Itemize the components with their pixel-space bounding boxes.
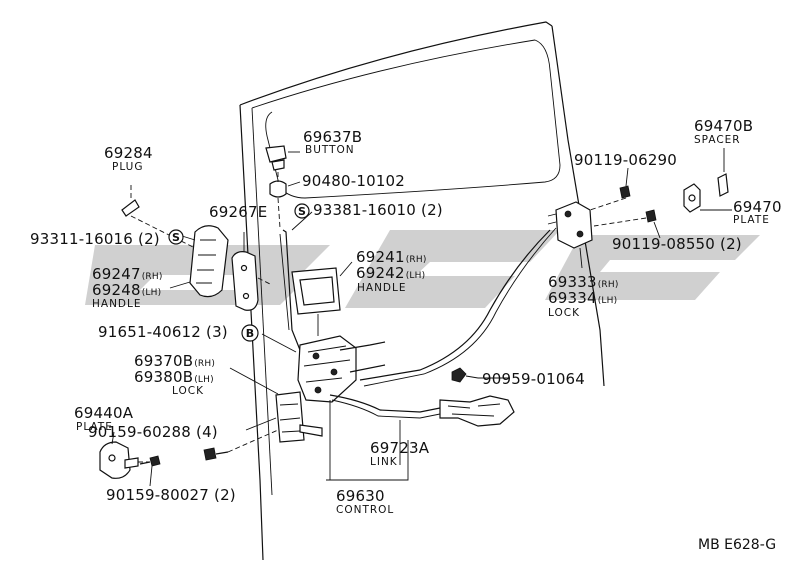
circle-marker-b: B — [241, 324, 259, 342]
svg-text:S: S — [172, 231, 180, 244]
svg-text:CONTROL: CONTROL — [336, 504, 394, 516]
svg-text:69440A: 69440A — [74, 404, 134, 422]
lock-rod — [279, 229, 303, 356]
svg-text:BUTTON: BUTTON — [305, 144, 355, 156]
svg-text:69370B(RH): 69370B(RH) — [134, 352, 215, 370]
label-69630: 69630 CONTROL — [336, 487, 394, 516]
svg-text:69723A: 69723A — [370, 439, 430, 457]
svg-text:69247(RH): 69247(RH) — [92, 265, 163, 283]
label-69370b-69380b: 69370B(RH) 69380B(LH) LOCK — [134, 352, 215, 397]
label-90159-80027: 90159-80027 (2) — [106, 486, 236, 504]
label-69247-69248: 69247(RH) 69248(LH) HANDLE — [92, 265, 163, 310]
svg-text:69248(LH): 69248(LH) — [92, 281, 161, 299]
label-90159-60288: 90159-60288 (4) — [88, 423, 218, 441]
lower-latch-part — [275, 391, 323, 443]
label-69241-69242: 69241(RH) 69242(LH) HANDLE — [356, 248, 427, 294]
svg-text:LINK: LINK — [370, 456, 398, 468]
label-69267e: 69267E — [209, 203, 267, 221]
label-69333-69334: 69333(RH) 69334(LH) LOCK — [548, 273, 619, 319]
svg-text:LOCK: LOCK — [548, 307, 580, 319]
diagram-reference-code: MB E628-G — [698, 537, 776, 553]
label-93381-16010: 93381-16010 (2) — [313, 201, 443, 219]
circle-marker-s-left: S — [168, 229, 184, 245]
svg-text:69242(LH): 69242(LH) — [356, 264, 425, 282]
label-69637b: 69637B BUTTON — [303, 128, 362, 156]
svg-text:B: B — [246, 327, 254, 340]
circle-marker-s-top: S — [294, 203, 310, 219]
striker-plate-part — [99, 441, 150, 479]
label-90480-10102: 90480-10102 — [302, 172, 405, 190]
rear-lock-part — [547, 201, 593, 249]
svg-text:PLUG: PLUG — [112, 161, 143, 173]
svg-text:69637B: 69637B — [303, 128, 362, 146]
svg-text:69470B: 69470B — [694, 117, 753, 135]
svg-text:69334(LH): 69334(LH) — [548, 289, 617, 307]
clip-part — [451, 367, 479, 383]
label-69440a: 69440A PLATE — [74, 404, 134, 433]
button-part — [265, 145, 287, 229]
leader-lines — [111, 151, 661, 487]
label-93311-16016: 93311-16016 (2) — [30, 230, 160, 248]
svg-text:69284: 69284 — [104, 144, 153, 162]
svg-text:69333(RH): 69333(RH) — [548, 273, 619, 291]
cables — [329, 227, 557, 419]
svg-text:S: S — [298, 205, 306, 218]
label-91651-40612: 91651-40612 (3) — [98, 323, 228, 341]
svg-text:HANDLE: HANDLE — [357, 282, 407, 294]
svg-text:PLATE: PLATE — [733, 214, 770, 226]
label-69723a: 69723A LINK — [370, 439, 430, 468]
svg-text:LOCK: LOCK — [172, 385, 204, 397]
plug-part — [121, 185, 196, 249]
label-90119-06290: 90119-06290 — [574, 151, 677, 169]
link-part — [439, 395, 515, 427]
label-90959-01064: 90959-01064 — [482, 370, 585, 388]
outside-handle-part — [189, 225, 229, 298]
svg-text:HANDLE: HANDLE — [92, 298, 142, 310]
handle-plate-part — [231, 232, 273, 311]
label-90119-08550: 90119-08550 (2) — [612, 235, 742, 253]
inside-handle-part — [291, 267, 341, 336]
label-69470b: 69470B SPACER — [694, 117, 753, 146]
label-69284: 69284 PLUG — [104, 144, 153, 173]
bolt-parts — [139, 185, 657, 467]
rear-plate-part — [683, 148, 732, 213]
center-lock-part — [297, 335, 386, 403]
svg-text:69380B(LH): 69380B(LH) — [134, 368, 214, 386]
svg-text:69470: 69470 — [733, 198, 782, 216]
label-69470: 69470 PLATE — [733, 198, 782, 226]
svg-text:69241(RH): 69241(RH) — [356, 248, 427, 266]
svg-text:SPACER: SPACER — [694, 134, 741, 146]
svg-text:PLATE: PLATE — [76, 421, 113, 433]
svg-text:69630: 69630 — [336, 487, 385, 505]
